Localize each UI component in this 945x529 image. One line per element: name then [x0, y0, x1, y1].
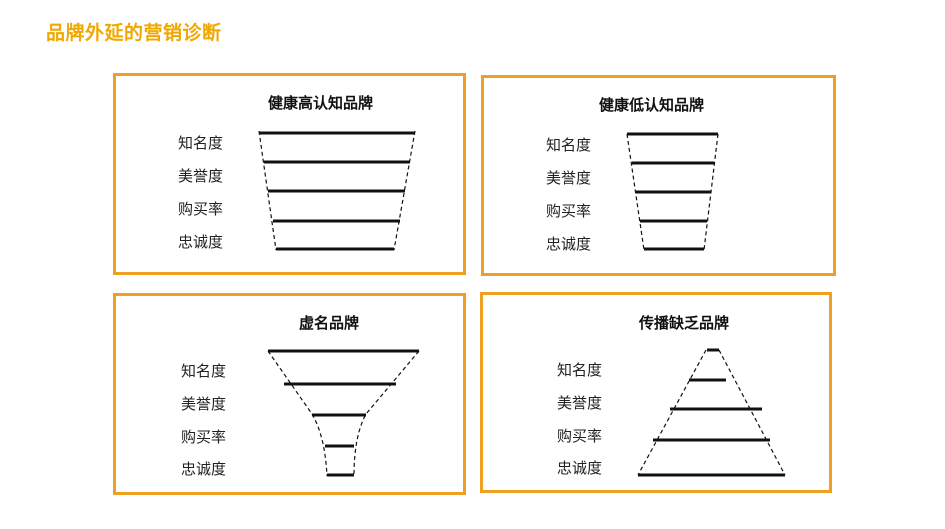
- panel-title: 虚名品牌: [299, 314, 360, 332]
- label-loyalty: 忠诚度: [546, 235, 592, 253]
- funnel-diagram: [637, 348, 786, 477]
- label-awareness: 知名度: [546, 136, 592, 154]
- panel-lacking-communication: 传播缺乏品牌 知名度 美誉度 购买率 忠诚度: [480, 292, 832, 493]
- label-awareness: 知名度: [557, 361, 603, 379]
- funnel-diagram: [267, 349, 420, 477]
- label-awareness: 知名度: [178, 134, 224, 152]
- label-purchase-rate: 购买率: [178, 200, 224, 218]
- panel-healthy-high-awareness: 健康高认知品牌 知名度 美誉度 购买率 忠诚度: [113, 73, 466, 275]
- label-purchase-rate: 购买率: [557, 427, 603, 445]
- label-reputation: 美誉度: [557, 394, 603, 412]
- funnel-outline-left: [267, 350, 328, 477]
- funnel-outline-left: [258, 130, 277, 251]
- panel-title: 传播缺乏品牌: [639, 314, 730, 332]
- funnel-outline-left: [637, 349, 707, 476]
- label-reputation: 美誉度: [178, 167, 224, 185]
- label-purchase-rate: 购买率: [181, 428, 227, 446]
- label-awareness: 知名度: [181, 362, 227, 380]
- panel-vanity-brand: 虚名品牌 知名度 美誉度 购买率 忠诚度: [113, 293, 466, 495]
- label-purchase-rate: 购买率: [546, 202, 592, 220]
- page-title: 品牌外延的营销诊断: [46, 22, 222, 44]
- label-loyalty: 忠诚度: [178, 233, 224, 251]
- panel-title: 健康高认知品牌: [268, 94, 374, 112]
- funnel-outline-right: [718, 349, 786, 476]
- panel-healthy-low-awareness: 健康低认知品牌 知名度 美誉度 购买率 忠诚度: [481, 75, 836, 276]
- label-reputation: 美誉度: [181, 395, 227, 413]
- funnel-outline-right: [353, 350, 420, 477]
- funnel-diagram: [258, 130, 416, 251]
- funnel-diagram: [626, 132, 719, 251]
- funnel-outline-right: [393, 130, 416, 251]
- label-loyalty: 忠诚度: [181, 460, 227, 478]
- panel-title: 健康低认知品牌: [599, 96, 705, 114]
- label-reputation: 美誉度: [546, 169, 592, 187]
- funnel-outline-left: [626, 133, 645, 251]
- label-loyalty: 忠诚度: [557, 459, 603, 477]
